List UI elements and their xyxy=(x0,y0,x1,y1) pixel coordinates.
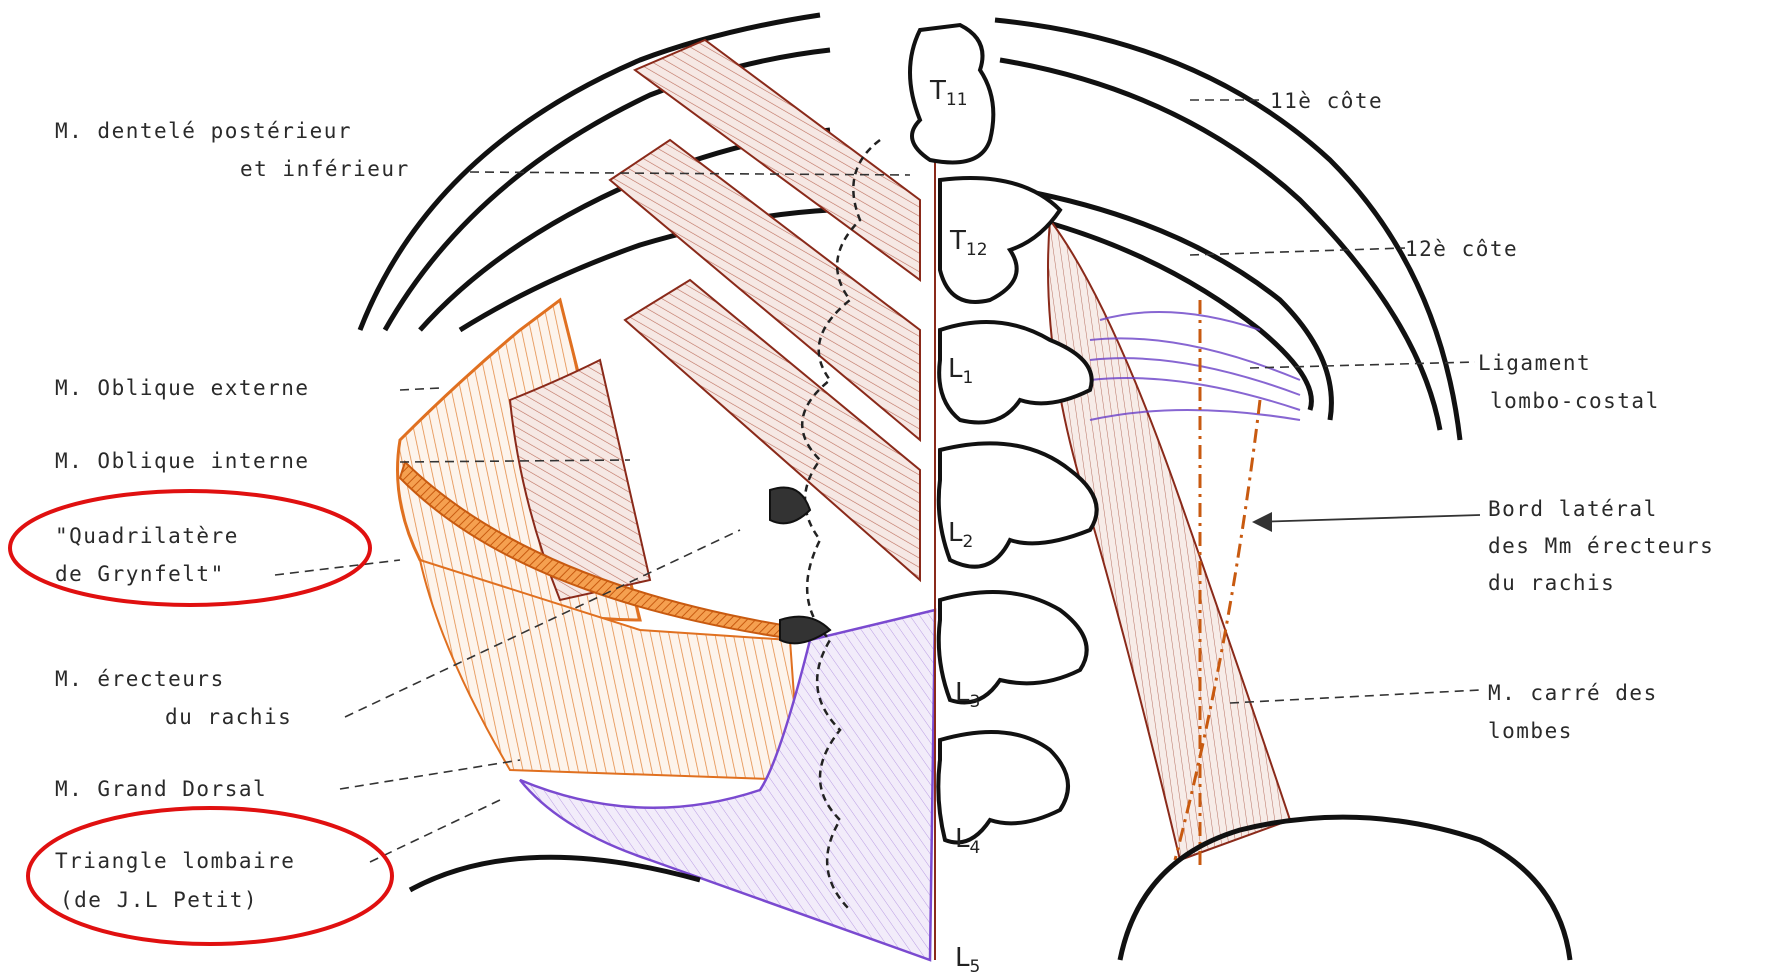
vertebra-label-l2: L2 xyxy=(948,520,973,555)
vertebra-label-t11: T11 xyxy=(930,78,968,113)
label-erecteurs-line1: M. érecteurs xyxy=(55,666,225,692)
label-triangle-line1: Triangle lombaire xyxy=(55,848,295,874)
highlight-ellipse-petit xyxy=(28,808,392,944)
label-dentele-inferieur: et inférieur xyxy=(240,156,410,182)
vertebra-label-l5: L5 xyxy=(955,945,980,976)
label-dentele-posterieur: M. dentelé postérieur xyxy=(55,118,352,144)
vertebra-label-l3: L3 xyxy=(955,680,980,715)
label-ligament-line1: Ligament xyxy=(1478,350,1591,376)
vertebra-label-l1: L1 xyxy=(948,356,973,391)
serratus-muscle xyxy=(610,40,920,580)
bord-lateral-arrowhead xyxy=(1252,512,1272,532)
label-bord-lateral-line3: du rachis xyxy=(1488,570,1615,596)
label-carre-line1: M. carré des xyxy=(1488,680,1658,706)
bord-lateral-pointer xyxy=(1255,515,1480,522)
label-triangle-line2: (de J.L Petit) xyxy=(60,887,258,913)
label-ligament-line2: lombo-costal xyxy=(1490,388,1660,414)
erector-spinae-muscle xyxy=(1048,220,1290,860)
vertebra-label-t12: T12 xyxy=(950,228,988,263)
label-bord-lateral-line1: Bord latéral xyxy=(1488,496,1658,522)
label-oblique-externe: M. Oblique externe xyxy=(55,375,310,401)
label-grand-dorsal: M. Grand Dorsal xyxy=(55,776,267,802)
nodules xyxy=(770,488,830,644)
label-oblique-interne: M. Oblique interne xyxy=(55,448,310,474)
label-bord-lateral-line2: des Mm érecteurs xyxy=(1488,533,1714,559)
vertebra-label-l4: L4 xyxy=(955,826,980,861)
iliac-crests xyxy=(410,817,1570,960)
label-cote-12: 12è côte xyxy=(1405,236,1518,262)
label-cote-11: 11è côte xyxy=(1270,88,1383,114)
label-erecteurs-line2: du rachis xyxy=(165,704,292,730)
label-quadrilatere-line2: de Grynfelt" xyxy=(55,561,225,587)
label-quadrilatere-line1: "Quadrilatère xyxy=(55,523,239,549)
label-carre-line2: lombes xyxy=(1488,718,1573,744)
